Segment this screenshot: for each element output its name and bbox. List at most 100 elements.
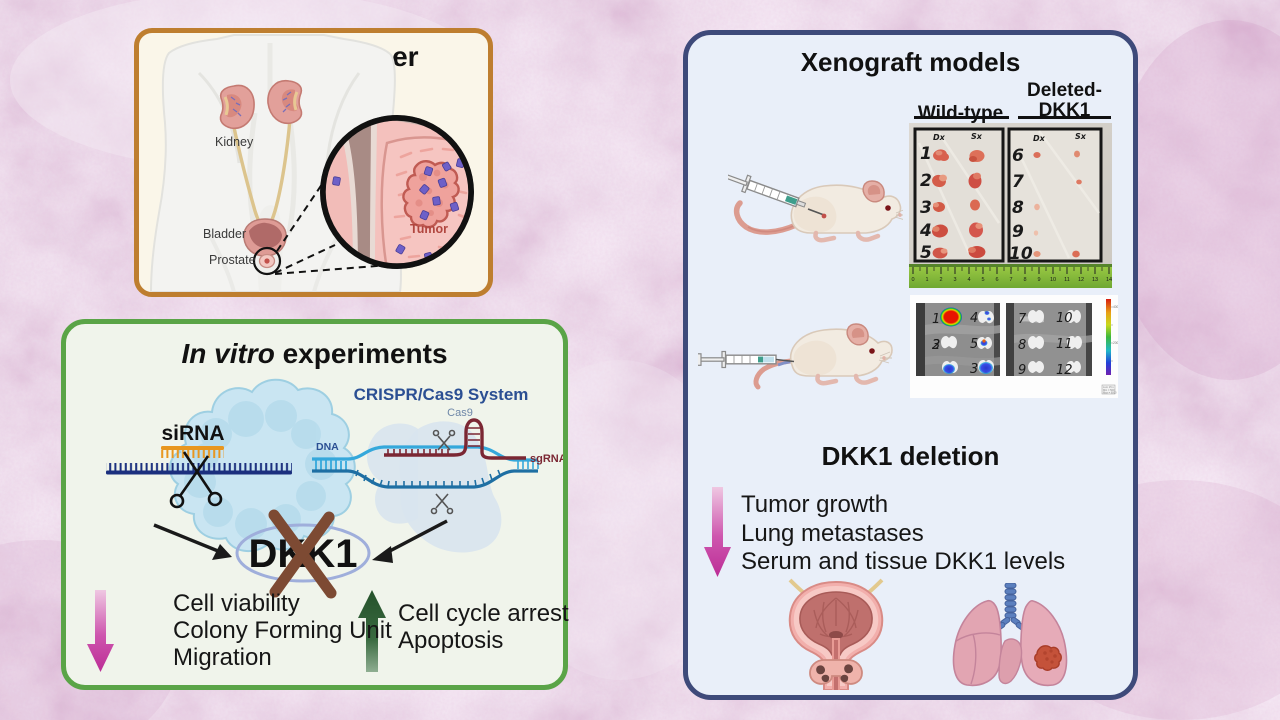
svg-text:5: 5	[981, 277, 984, 283]
svg-text:8: 8	[1023, 277, 1026, 283]
photo-row-7: 7	[1012, 172, 1024, 192]
urinary-system	[219, 79, 303, 276]
invitro-up-effects: Cell cycle arrest Apoptosis	[398, 600, 569, 654]
sirna-label: siRNA	[161, 422, 224, 445]
group-wild-type-label: Wild-type	[917, 103, 1004, 124]
mouse-tailvein-injection	[698, 323, 893, 390]
photo-row-5: 5	[920, 243, 932, 263]
down-arrow-xeno	[704, 487, 731, 577]
svg-text:1: 1	[932, 312, 940, 327]
cut-scissors-bottom	[430, 493, 454, 515]
syringe-icon	[728, 173, 827, 219]
right-lung	[952, 599, 1002, 687]
anatomy-illustration: Tumor Kidney Bladder Prostate	[149, 34, 474, 292]
photo-row-2: 2	[920, 171, 932, 191]
svg-text:5: 5	[970, 337, 978, 352]
svg-text:Min = 500: Min = 500	[1103, 388, 1115, 392]
svg-text:11: 11	[1064, 277, 1070, 283]
photo-col-sx-right: Sx	[1075, 132, 1087, 141]
deleted-dkk1-underline	[1018, 116, 1111, 119]
svg-text:2000: 2000	[1113, 341, 1118, 345]
svg-text:3: 3	[932, 338, 940, 353]
svg-text:2: 2	[939, 277, 942, 283]
biolum-signals	[940, 307, 993, 374]
svg-text:4: 4	[970, 311, 978, 326]
arrow-crispr-to-dkk1	[372, 519, 448, 563]
svg-text:1: 1	[925, 277, 928, 283]
panel-xeno-title: Xenograft models	[800, 47, 1021, 77]
up-arrow-invitro	[358, 590, 386, 672]
svg-text:12: 12	[1078, 277, 1084, 283]
svg-text:12: 12	[1056, 363, 1073, 378]
svg-text:4: 4	[967, 277, 970, 283]
mouse-subcutaneous-injection	[728, 173, 903, 243]
effect-cell-viability: Cell viability	[173, 590, 300, 617]
svg-text:4000: 4000	[1113, 305, 1118, 309]
photo-col-dx-right: Dx	[1033, 134, 1046, 143]
deleted-line2: DKK1	[1038, 100, 1091, 121]
down-arrow-invitro	[87, 590, 114, 672]
sgrna-label: sgRNA	[530, 453, 563, 465]
panel-prostate-cancer: Prostate cancer	[134, 28, 493, 297]
tumors-deleted-dkk1	[1033, 150, 1082, 258]
effect-lung-metastases: Lung metastases	[741, 519, 924, 547]
crispr-title: CRISPR/Cas9 System	[354, 385, 529, 404]
photo-col-dx-left: Dx	[933, 133, 946, 142]
photo-row-3: 3	[920, 198, 932, 218]
svg-text:9: 9	[1018, 363, 1026, 378]
deleted-line1: Deleted-	[1027, 80, 1102, 101]
invitro-down-effects: Cell viability Colony Forming Unit Migra…	[173, 590, 392, 671]
photo-row-8: 8	[1012, 198, 1024, 218]
knockout-x	[268, 509, 337, 599]
prostate-icon	[258, 253, 276, 269]
svg-text:3: 3	[970, 362, 978, 377]
effect-migration: Migration	[173, 644, 272, 671]
tumor-cells	[332, 158, 465, 262]
invitro-title-rest: experiments	[274, 338, 448, 369]
svg-text:13: 13	[1092, 277, 1098, 283]
tumor-label: Tumor	[410, 222, 448, 236]
panel-invitro-title: In vitro experiments	[66, 338, 563, 370]
svg-text:10: 10	[1050, 277, 1056, 283]
lungs-illustration	[952, 583, 1068, 687]
magnifier-circle	[252, 246, 282, 276]
photo-row-9: 9	[1012, 222, 1024, 242]
svg-text:7: 7	[1018, 312, 1027, 327]
svg-text:3: 3	[953, 277, 956, 283]
sgrna-strand	[384, 418, 526, 460]
syringe-icon	[698, 350, 795, 369]
photo-row-6: 6	[1012, 146, 1024, 166]
svg-text:9: 9	[1037, 277, 1040, 283]
invitro-title-italic: In vitro	[181, 338, 275, 369]
svg-text:10: 10	[1056, 311, 1073, 326]
tumor-inset-circle: Tumor	[320, 115, 474, 269]
bladder-icon	[243, 218, 287, 257]
middle-lobe	[998, 638, 1023, 685]
effect-serum-dkk1: Serum and tissue DKK1 levels	[741, 548, 1066, 575]
wild-type-underline	[914, 116, 1009, 119]
group-deleted-dkk1-label: Deleted- DKK1	[1016, 81, 1113, 121]
kidney-right-icon	[267, 79, 303, 125]
zoom-connector-lines	[274, 158, 340, 274]
svg-text:6: 6	[995, 277, 998, 283]
bladder-prostate-illustration	[788, 578, 884, 690]
effect-tumor-growth: Tumor growth	[741, 491, 889, 518]
panel-xenograft-models: Xenograft models Wild-type Deleted- DKK1…	[683, 30, 1138, 700]
kidney-label: Kidney	[215, 135, 254, 149]
photo-row-1: 1	[920, 144, 932, 164]
photo-row-10: 10	[1009, 244, 1033, 264]
photo-row-4: 4	[919, 221, 932, 241]
arrow-sirna-to-dkk1	[153, 523, 232, 560]
crispr-illustration: CRISPR/Cas9 System Cas9	[312, 385, 563, 553]
tumor-photo: Dx Sx Dx Sx 1 2 3 4 5 6 7 8 9 10	[909, 123, 1112, 288]
dna-label: DNA	[316, 441, 339, 453]
lung-tumor	[1034, 645, 1062, 671]
kidney-left-icon	[219, 84, 255, 130]
dkk1-deletion-heading: DKK1 deletion	[821, 441, 1000, 471]
svg-text:7: 7	[1009, 277, 1012, 283]
svg-text:Lum 15 s: Lum 15 s	[1103, 385, 1114, 389]
